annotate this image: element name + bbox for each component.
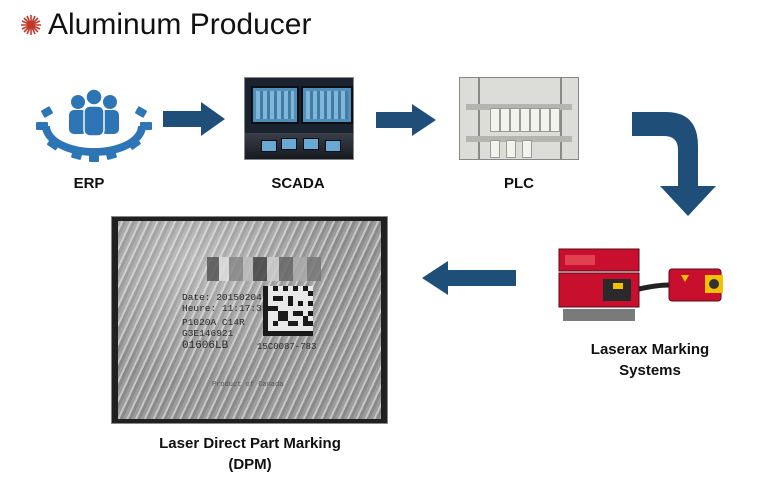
dpm-photo xyxy=(111,216,388,424)
laserax-label-line2: Systems xyxy=(619,362,681,379)
datamatrix-code-icon xyxy=(263,286,313,336)
engraving-heure: Heure: 11:17:35 xyxy=(182,303,268,314)
plc-photo xyxy=(459,77,579,160)
engraving-weight: 01606LB xyxy=(182,340,229,352)
starburst-bullet-icon xyxy=(21,15,41,35)
laserax-label: Laserax Marking Systems xyxy=(560,339,740,381)
pixelated-logo xyxy=(207,257,321,281)
engraving-line4: G3E146921 xyxy=(182,328,234,339)
dpm-label: Laser Direct Part Marking (DPM) xyxy=(120,433,380,475)
arrow-left-icon xyxy=(422,261,516,295)
arrow-right-icon xyxy=(376,104,436,136)
arrow-right-icon xyxy=(163,102,225,136)
laserax-machine-photo xyxy=(558,248,723,321)
plc-label: PLC xyxy=(504,175,534,192)
engraving-line3: P1020A C14R xyxy=(182,317,245,328)
engraving-date: Date: 20150204 xyxy=(182,292,262,303)
dpm-label-line1: Laser Direct Part Marking xyxy=(159,435,341,452)
engraving-footer: Product of Canada xyxy=(212,381,284,389)
dpm-label-line2: (DPM) xyxy=(228,456,272,473)
page-title-text: Aluminum Producer xyxy=(48,8,312,41)
erp-label: ERP xyxy=(73,175,105,192)
page-title: Aluminum Producer xyxy=(20,8,311,42)
engraving-serial: 15C0087-783 xyxy=(257,342,317,352)
laserax-label-line1: Laserax Marking xyxy=(590,341,710,358)
scada-photo xyxy=(244,77,354,160)
curved-arrow-down-icon xyxy=(632,112,716,216)
scada-label: SCADA xyxy=(271,175,325,192)
people-gear-icon xyxy=(36,88,152,162)
